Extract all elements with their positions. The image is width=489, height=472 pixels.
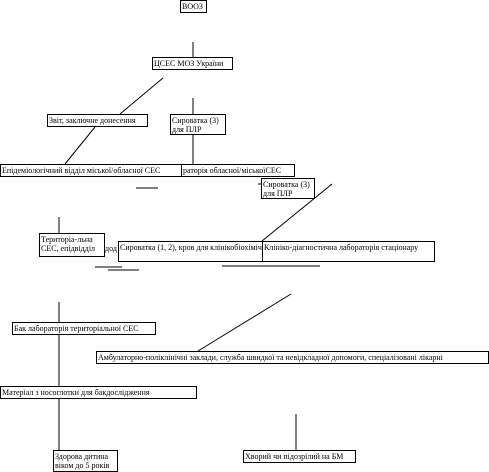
- node-report: Звіт, заключне донесення: [47, 114, 148, 127]
- node-terr-ses-line2: СЕС, епідвідділ: [41, 244, 96, 253]
- node-material: Матеріал з носоглотки для бакдослідження: [0, 386, 197, 399]
- node-healthy-child-line2: віком до 5 років: [55, 461, 110, 470]
- node-patient: Хворий чи підозрілий на БМ: [243, 450, 356, 463]
- node-clin-lab: Клініко-діагностична лабораторія стаціон…: [262, 241, 435, 262]
- connector-report-down: [64, 126, 96, 165]
- node-serum-3-top-line1: Сироватка (3): [172, 116, 219, 125]
- node-serum-3-mid: Сироватка (3) для ПЛР: [261, 178, 315, 199]
- node-dod-label: дод: [105, 244, 117, 253]
- node-tses-moz-label: ЦСЕС МОЗ України: [154, 59, 224, 68]
- node-terr-ses-line1: Територіа-льна: [41, 235, 93, 244]
- node-lab-obl-label: раторія обласної/міськоїСЕС: [183, 166, 282, 175]
- node-epid-dept-label: Епідеміологічний відділ міської/обласної…: [2, 166, 161, 175]
- node-epid-dept: Епідеміологічний відділ міської/обласної…: [0, 164, 183, 177]
- node-vooz: ВООЗ: [180, 0, 207, 13]
- node-serum-3-mid-line2: для ПЛР: [263, 189, 293, 198]
- node-report-label: Звіт, заключне донесення: [49, 116, 136, 125]
- node-vooz-label: ВООЗ: [182, 2, 203, 11]
- node-lab-obl: раторія обласної/міськоїСЕС: [181, 164, 295, 177]
- node-ambulatory: Амбулаторно-поліклінічні заклади, служба…: [96, 351, 489, 364]
- node-healthy-child-line1: Здорова дитина: [55, 452, 109, 461]
- node-serum-3-mid-line1: Сироватка (3): [263, 180, 310, 189]
- node-serum-3-top-line2: для ПЛР: [172, 125, 202, 134]
- node-healthy-child: Здорова дитина віком до 5 років: [53, 450, 118, 472]
- node-ambulatory-label: Амбулаторно-поліклінічні заклади, служба…: [98, 353, 443, 362]
- connector-report-up: [119, 77, 164, 115]
- connector-amb-diag: [197, 293, 292, 352]
- node-serum-12-label: Сироватка (1, 2), кров для клінікобіохім…: [120, 243, 264, 252]
- node-tses-moz: ЦСЕС МОЗ України: [152, 57, 233, 70]
- node-bak-lab: Бак лабораторія територіальної СЕС: [12, 322, 156, 335]
- node-serum-12: Сироватка (1, 2), кров для клінікобіохім…: [118, 241, 264, 262]
- connector-serum3-diag: [261, 183, 333, 242]
- node-terr-ses: Територіа-льна СЕС, епідвідділ: [39, 233, 105, 257]
- node-serum-3-top: Сироватка (3) для ПЛР: [170, 114, 226, 135]
- node-clin-lab-label: Клініко-діагностична лабораторія стаціон…: [264, 243, 419, 252]
- node-patient-label: Хворий чи підозрілий на БМ: [245, 452, 344, 461]
- node-material-label: Матеріал з носоглотки для бакдослідження: [2, 388, 150, 397]
- node-bak-lab-label: Бак лабораторія територіальної СЕС: [14, 324, 139, 333]
